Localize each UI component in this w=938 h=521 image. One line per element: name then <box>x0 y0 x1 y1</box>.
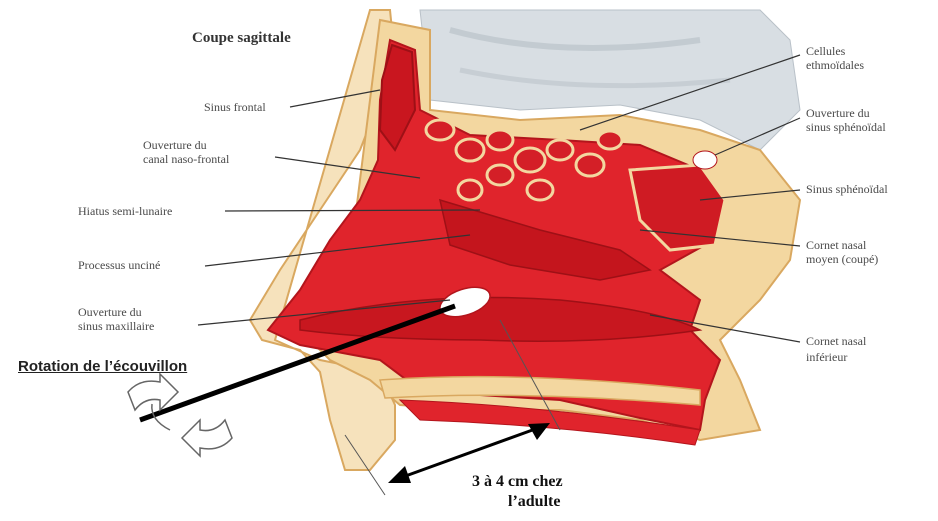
rotation-arrows-icon <box>128 374 232 456</box>
label-ouverture-sph-line2: sinus sphénoïdal <box>806 120 886 134</box>
label-ouverture-sph-line1: Ouverture du <box>806 106 870 120</box>
label-cornet-moyen-line2: moyen (coupé) <box>806 252 878 266</box>
label-ouverture-canal-line2: canal naso-frontal <box>143 152 229 166</box>
label-cellules-line1: Cellules <box>806 44 845 58</box>
label-ouverture-sinus-max-line2: sinus maxillaire <box>78 319 154 333</box>
label-cornet-moyen-line1: Cornet nasal <box>806 238 866 252</box>
distance-label-line1: 3 à 4 cm chez <box>472 472 563 492</box>
label-cellules-line2: ethmoïdales <box>806 58 864 72</box>
label-cornet-inf-line2: inférieur <box>806 350 847 364</box>
label-processus: Processus unciné <box>78 258 160 272</box>
label-hiatus: Hiatus semi-lunaire <box>78 204 172 218</box>
label-ouverture-canal-line1: Ouverture du <box>143 138 207 152</box>
sphenoid-opening <box>693 151 717 169</box>
diagram-title: Coupe sagittale <box>192 30 291 47</box>
label-sinus-sph: Sinus sphénoïdal <box>806 182 888 196</box>
rotation-label: Rotation de l’écouvillon <box>18 358 187 375</box>
label-ouverture-sinus-max-line1: Ouverture du <box>78 305 142 319</box>
distance-label-line2: l’adulte <box>508 492 560 512</box>
label-sinus-frontal: Sinus frontal <box>204 100 266 114</box>
label-cornet-inf-line1: Cornet nasal <box>806 334 866 348</box>
